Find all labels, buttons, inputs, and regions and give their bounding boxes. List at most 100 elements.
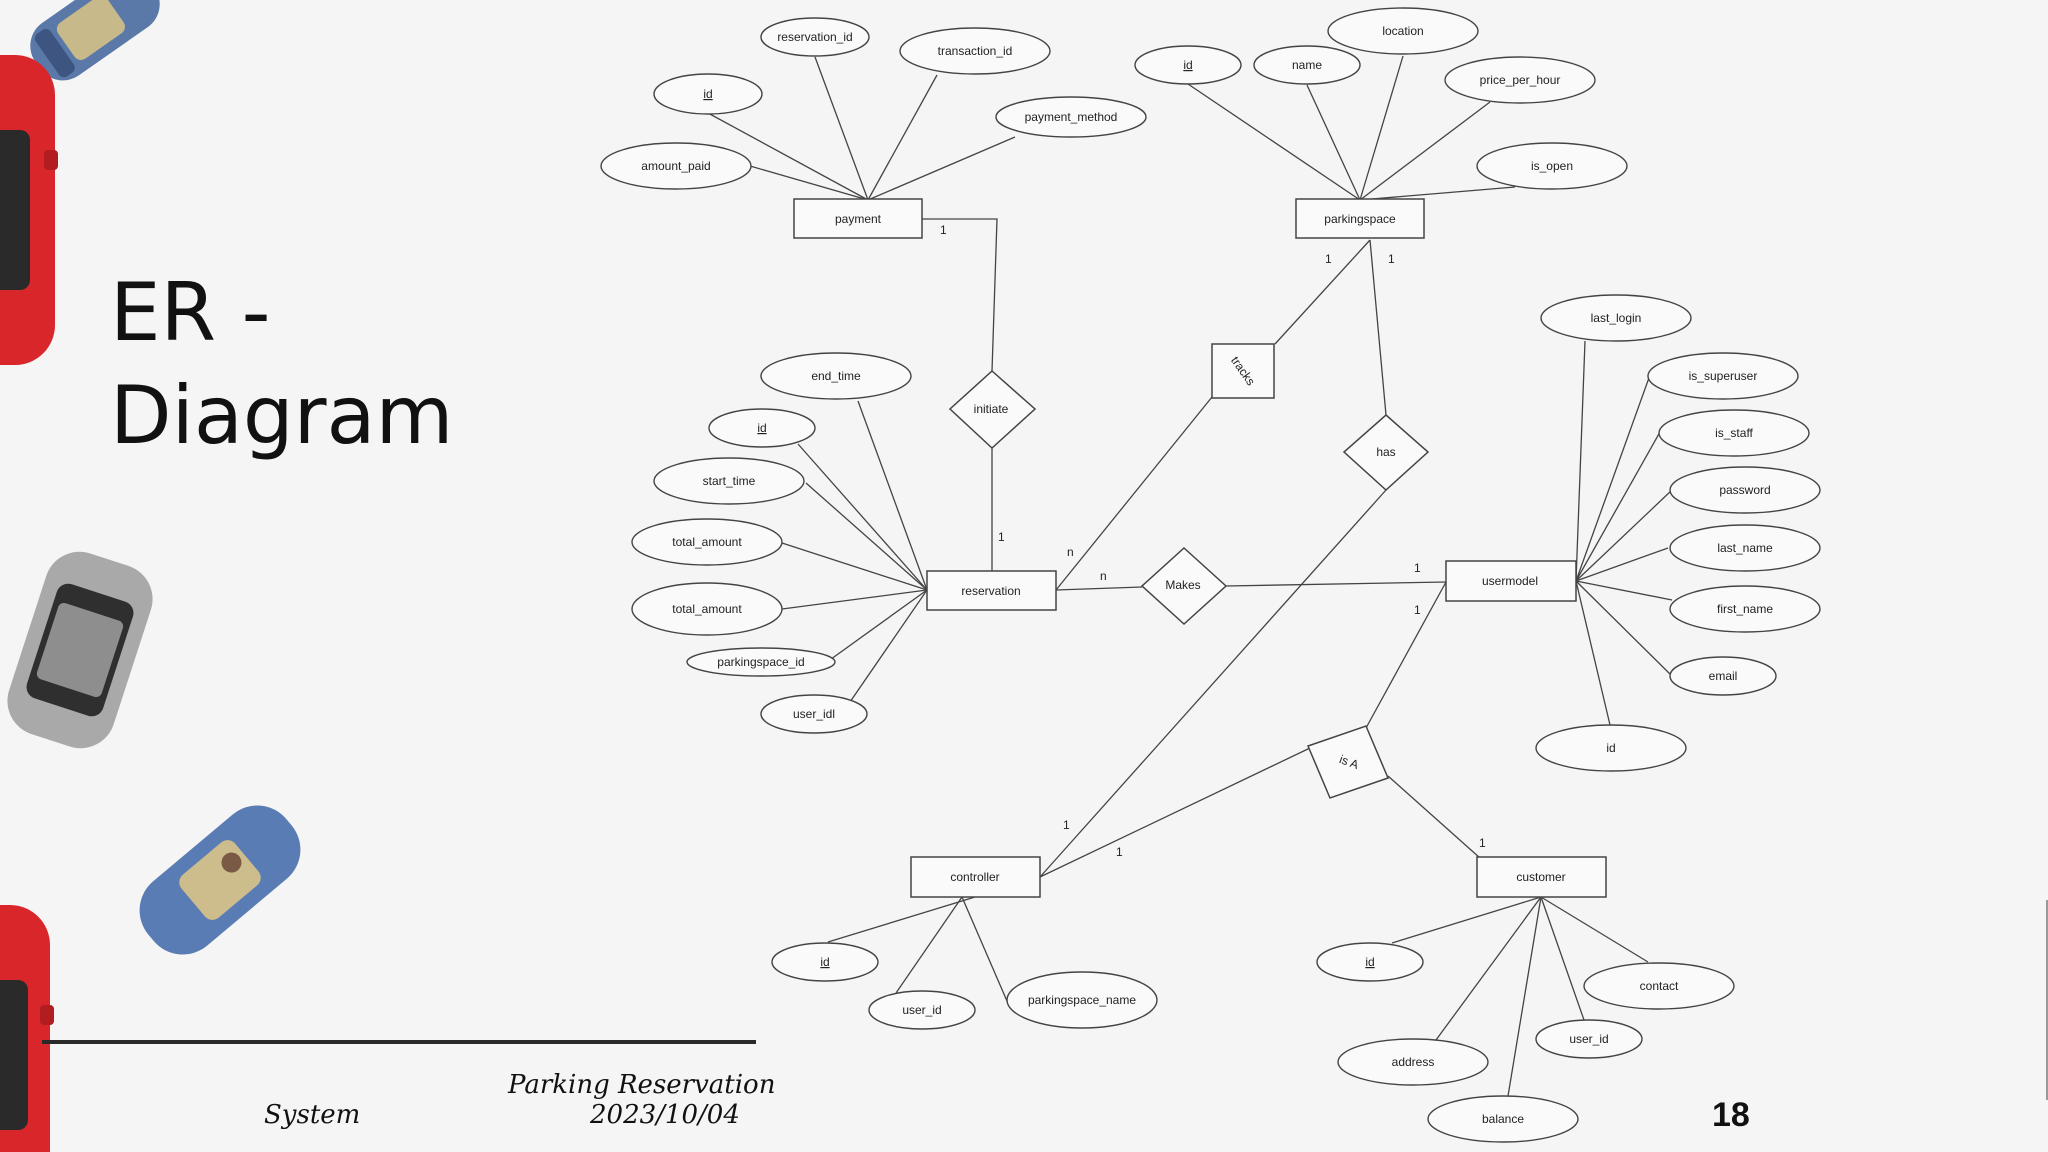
attr-payment-amount-paid (600, 142, 752, 190)
attr-payment-method (995, 96, 1147, 138)
cardinality-label: 1 (1414, 603, 1421, 617)
attr-label: first_name (1717, 602, 1773, 616)
relationship-tracks (1211, 343, 1275, 399)
attr-label: email (1709, 669, 1738, 683)
attr-label: id (820, 955, 829, 969)
attr-usermodel-password (1669, 466, 1821, 514)
attr-label: total_amount (672, 602, 742, 616)
relationship-has (1342, 414, 1430, 492)
attr-usermodel-id (1535, 724, 1687, 772)
attr-reservation-user-idl (760, 694, 868, 734)
car-images (0, 0, 301, 1152)
attr-payment-id (653, 73, 763, 115)
attr-customer-id (1316, 942, 1424, 982)
attr-payment-transaction-id (899, 27, 1051, 75)
attr-parkingspace-is-open (1476, 142, 1628, 190)
attr-label: balance (1482, 1112, 1524, 1126)
attr-label: is_open (1531, 159, 1573, 173)
relationship-initiate-label: initiate (974, 402, 1009, 416)
attr-label: parkingspace_name (1028, 993, 1136, 1007)
attr-usermodel-last-login (1540, 294, 1692, 342)
cardinality-label: 1 (1414, 561, 1421, 575)
attr-parkingspace-id (1134, 45, 1242, 85)
relationship-isa (1306, 725, 1390, 799)
attr-label: is_staff (1715, 426, 1753, 440)
attr-label: id (1183, 58, 1192, 72)
cardinality-label: 1 (1325, 252, 1332, 266)
silver-car-image (7, 551, 153, 749)
cardinality-label: 1 (940, 223, 947, 237)
attr-label: contact (1640, 979, 1679, 993)
entity-controller (910, 856, 1041, 898)
attr-controller-parkingspace-name (1006, 971, 1158, 1029)
attr-label: is_superuser (1689, 369, 1758, 383)
relationship-initiate (948, 369, 1037, 450)
cardinality-label: 1 (1063, 818, 1070, 832)
blue-convertible-bottom-image (139, 805, 301, 955)
attr-usermodel-first-name (1669, 585, 1821, 633)
attr-usermodel-last-name (1669, 524, 1821, 572)
attr-label: id (1365, 955, 1374, 969)
entity-customer-label: customer (1516, 870, 1565, 884)
attr-label: last_login (1591, 311, 1642, 325)
attr-reservation-id (708, 408, 816, 448)
footer-date: 2023/10/04 (590, 1100, 740, 1130)
slide-title-line1: ER - (110, 266, 271, 359)
attr-usermodel-email (1669, 656, 1777, 696)
entity-payment-label: payment (835, 212, 882, 226)
entity-reservation-label: reservation (961, 584, 1020, 598)
attr-label: id (1606, 741, 1615, 755)
attr-parkingspace-location (1327, 7, 1479, 55)
entity-parkingspace-label: parkingspace (1324, 212, 1396, 226)
attr-label: address (1392, 1055, 1435, 1069)
attr-label: location (1382, 24, 1423, 38)
cardinality-label: 1 (1479, 836, 1486, 850)
entity-usermodel-label: usermodel (1482, 574, 1538, 588)
attr-customer-contact (1583, 962, 1735, 1010)
attr-reservation-start-time (653, 457, 805, 505)
attr-label: user_id (902, 1003, 941, 1017)
attr-reservation-end-time (760, 352, 912, 400)
attr-controller-user-id (868, 990, 976, 1030)
attr-customer-balance (1427, 1095, 1579, 1143)
attr-label: payment_method (1025, 110, 1118, 124)
entity-reservation (926, 570, 1057, 611)
attr-usermodel-is-superuser (1647, 352, 1799, 400)
attr-label: transaction_id (938, 44, 1013, 58)
attr-label: name (1292, 58, 1322, 72)
attr-customer-user-id (1535, 1019, 1643, 1059)
cardinality-label: 1 (1116, 845, 1123, 859)
attr-customer-address (1337, 1038, 1489, 1086)
attr-controller-id (771, 942, 879, 982)
attr-label: id (703, 87, 712, 101)
attr-reservation-total-amount-1 (631, 518, 783, 566)
attr-parkingspace-name (1253, 45, 1361, 85)
right-edge-line (2046, 900, 2048, 1100)
attr-label: user_id (1569, 1032, 1608, 1046)
attr-label: id (757, 421, 766, 435)
footer-divider (42, 1040, 756, 1044)
attr-label: last_name (1717, 541, 1773, 555)
footer-project-line1: Parking Reservation (508, 1070, 776, 1100)
cardinality-label: n (1067, 545, 1074, 559)
cardinality-label: 1 (1388, 252, 1395, 266)
footer-project-line2: System (264, 1100, 361, 1130)
slide-number: 18 (1712, 1096, 1750, 1134)
blue-convertible-top-image (30, 0, 160, 81)
entity-customer (1476, 856, 1607, 898)
entity-payment (793, 198, 923, 239)
attr-label: end_time (811, 369, 861, 383)
attr-parkingspace-price-per-hour (1444, 56, 1596, 104)
red-car-top-image (0, 55, 58, 365)
cardinality-label: n (1100, 569, 1107, 583)
attr-label: user_idl (793, 707, 835, 721)
attr-reservation-parkingspace-id (686, 647, 836, 677)
attr-usermodel-is-staff (1658, 409, 1810, 457)
attr-label: password (1719, 483, 1770, 497)
relationship-makes-label: Makes (1165, 578, 1200, 592)
cardinality-label: 1 (998, 530, 1005, 544)
attr-label: start_time (703, 474, 756, 488)
attr-reservation-total-amount-2 (631, 582, 783, 636)
attr-label: parkingspace_id (717, 655, 804, 669)
